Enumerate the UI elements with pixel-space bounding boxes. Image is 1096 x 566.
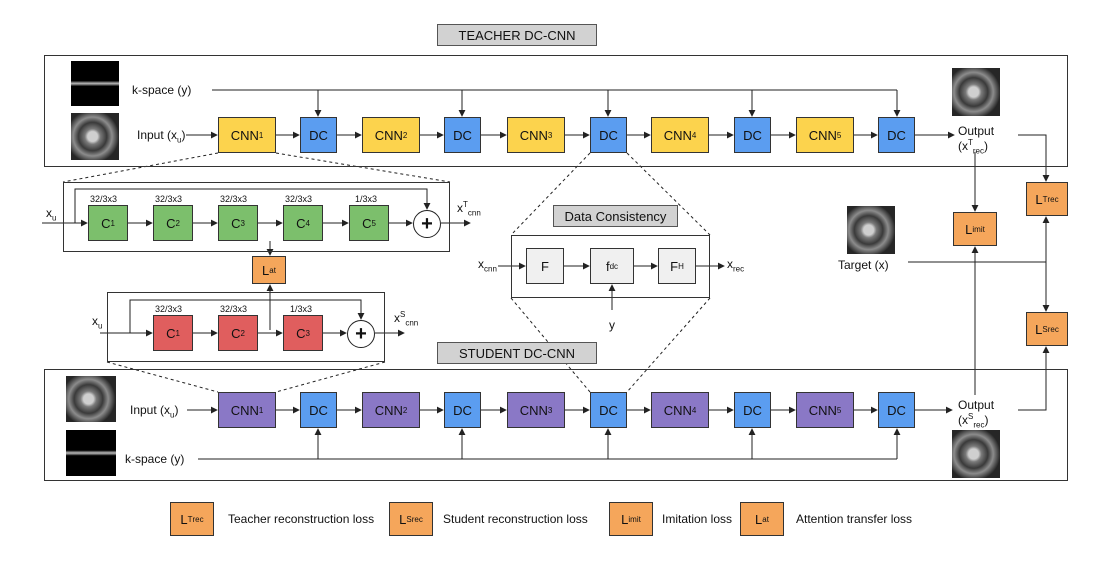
data-consistency-frame — [511, 235, 710, 298]
student-kspace-label: k-space (y) — [125, 452, 185, 466]
connector-arrow-65 — [1018, 134, 1050, 182]
teacher-kspace-image — [71, 61, 119, 106]
student-output-image — [952, 430, 1000, 478]
student-skip-add-icon: + — [347, 320, 375, 348]
teacher-detail-output-label: xTcnn — [457, 200, 481, 218]
dashed-connector-62 — [275, 361, 386, 393]
student-dc-5: DC — [878, 392, 915, 428]
student-dc-3: DC — [590, 392, 627, 428]
teacher-conv-spec-3: 32/3x3 — [220, 194, 248, 204]
student-conv-spec-1: 32/3x3 — [155, 304, 183, 314]
student-dc-2: DC — [444, 392, 481, 428]
legend-imitation-text: Imitation loss — [662, 512, 733, 526]
student-cnn-detail-frame — [107, 292, 385, 362]
connector-arrow-47 — [129, 299, 365, 333]
student-detail-output-label: xScnn — [394, 310, 419, 328]
teacher-dc-1: DC — [300, 117, 337, 153]
legend-student-rec-text: Student reconstruction loss — [443, 512, 588, 526]
teacher-dc-4: DC — [734, 117, 771, 153]
student-output-label: Output — [958, 398, 995, 412]
dc-input-label: xcnn — [478, 257, 497, 274]
teacher-conv-spec-2: 32/3x3 — [155, 194, 183, 204]
teacher-skip-add-icon: + — [413, 210, 441, 238]
teacher-cnn-detail-frame — [63, 182, 450, 252]
dashed-connector-55 — [62, 152, 219, 183]
student-dc-4: DC — [734, 392, 771, 428]
teacher-input-label: Input (xu) — [137, 128, 186, 145]
student-frame — [44, 369, 1068, 481]
dc-output-label: xrec — [727, 257, 745, 274]
dc-y-label: y — [609, 318, 615, 332]
student-detail-input-label: xu — [92, 314, 103, 331]
legend-attention-text: Attention transfer loss — [796, 512, 913, 526]
student-input-label: Input (xu) — [130, 403, 179, 420]
teacher-conv-spec-5: 1/3x3 — [355, 194, 378, 204]
teacher-output-image — [952, 68, 1000, 116]
student-conv-spec-3: 1/3x3 — [290, 304, 313, 314]
teacher-dc-5: DC — [878, 117, 915, 153]
connector-arrow-66 — [1018, 346, 1050, 411]
teacher-output-symbol: (xTrec) — [958, 138, 989, 156]
teacher-frame — [44, 55, 1068, 167]
target-image — [847, 206, 895, 254]
dashed-connector-61 — [106, 361, 219, 393]
dashed-connector-60 — [626, 297, 711, 393]
teacher-title: TEACHER DC-CNN — [437, 24, 597, 46]
teacher-input-image — [71, 113, 119, 160]
teacher-conv-spec-4: 32/3x3 — [285, 194, 313, 204]
student-kspace-image — [66, 430, 116, 476]
teacher-output-label: Output — [958, 124, 995, 138]
teacher-kspace-label: k-space (y) — [132, 83, 192, 97]
teacher-dc-2: DC — [444, 117, 481, 153]
fourier-block: F — [526, 248, 564, 284]
target-label: Target (x) — [838, 258, 889, 272]
teacher-conv-spec-1: 32/3x3 — [90, 194, 118, 204]
legend-teacher-rec-text: Teacher reconstruction loss — [228, 512, 375, 526]
student-conv-spec-2: 32/3x3 — [220, 304, 248, 314]
student-output-symbol: (xSrec) — [958, 412, 989, 430]
teacher-dc-3: DC — [590, 117, 627, 153]
student-title: STUDENT DC-CNN — [437, 342, 597, 364]
student-dc-1: DC — [300, 392, 337, 428]
teacher-detail-input-label: xu — [46, 206, 57, 223]
data-consistency-title: Data Consistency — [553, 205, 678, 227]
student-input-image — [66, 376, 116, 422]
connector-arrow-41 — [74, 188, 431, 223]
